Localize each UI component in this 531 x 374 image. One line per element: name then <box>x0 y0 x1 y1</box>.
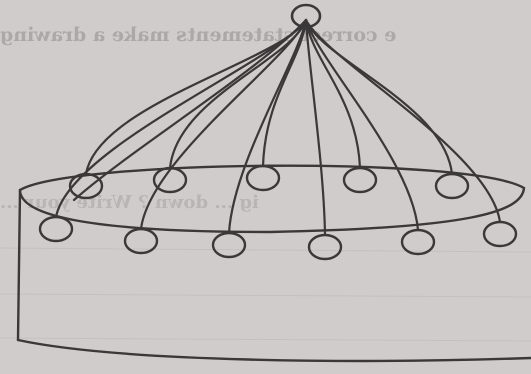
circle-9 <box>309 235 341 259</box>
circle-10 <box>402 230 434 254</box>
cylinder-bottom-edge <box>18 340 531 361</box>
circle-1 <box>70 174 102 198</box>
string-11 <box>306 20 500 222</box>
string-7 <box>141 20 306 229</box>
circle-8 <box>213 233 245 257</box>
circle-5 <box>436 174 468 198</box>
strings <box>56 20 500 235</box>
faint-ruled-lines <box>0 248 531 341</box>
circle-3 <box>247 166 279 190</box>
string-5 <box>306 20 452 174</box>
circle-11 <box>484 222 516 246</box>
string-1 <box>86 20 306 174</box>
circles <box>40 166 516 259</box>
cylinder-left-side <box>18 190 20 340</box>
circle-4 <box>344 168 376 192</box>
circle-6 <box>40 217 72 241</box>
